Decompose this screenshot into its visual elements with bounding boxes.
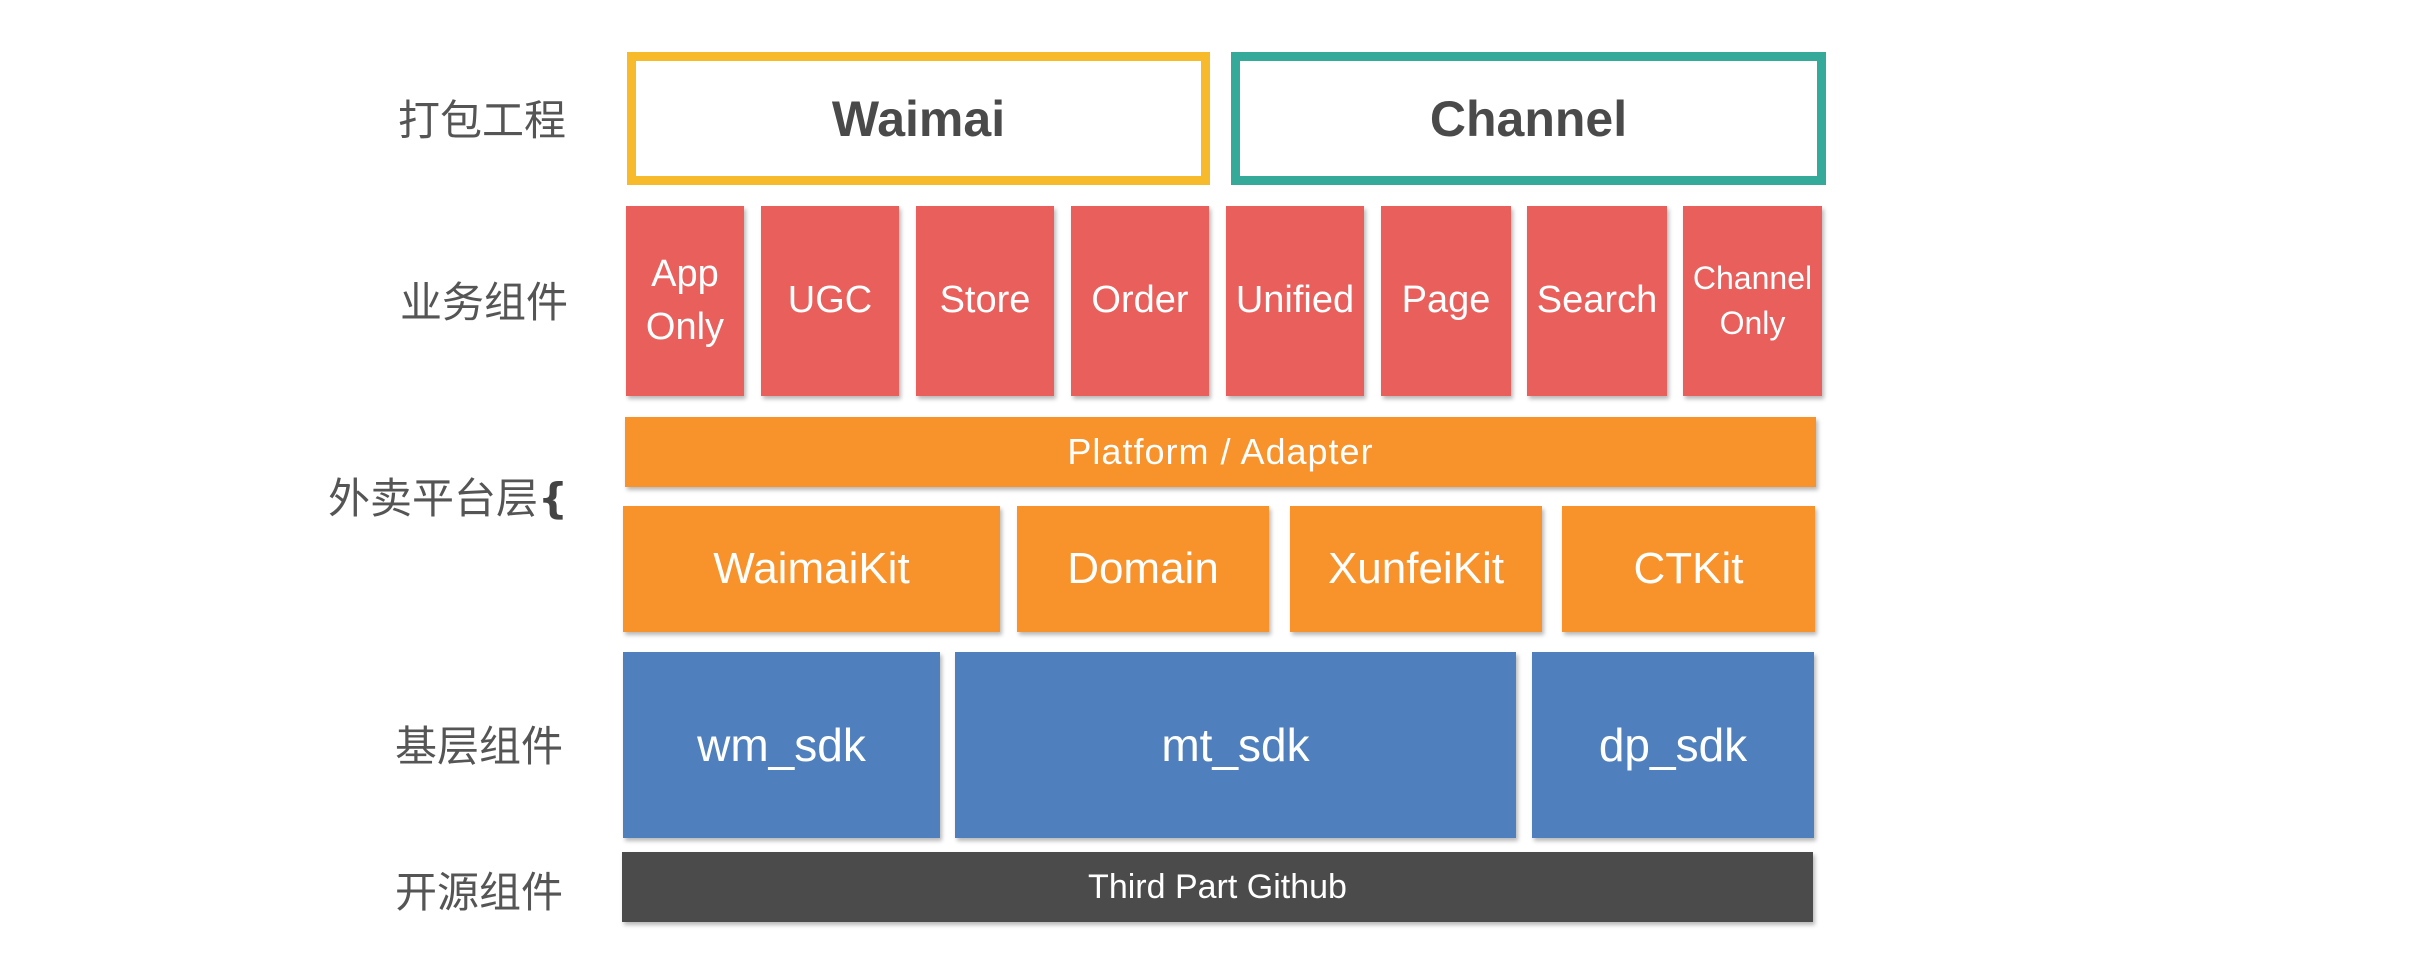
business-search: Search xyxy=(1527,206,1667,396)
business-app-only: App Only xyxy=(626,206,744,396)
package-waimai: Waimai xyxy=(627,52,1210,185)
platform-xunfeikit-label: XunfeiKit xyxy=(1327,544,1505,593)
base-wm-sdk-label: wm_sdk xyxy=(697,719,866,771)
package-channel-label: Channel xyxy=(1429,90,1628,147)
platform-adapter-bar: Platform / Adapter xyxy=(625,417,1816,487)
layer-label-base: 基层组件 xyxy=(395,722,564,771)
platform-waimaikit-label: WaimaiKit xyxy=(713,544,910,593)
open-source-github: Third Part Github xyxy=(622,852,1813,922)
business-app-only-line2: Only xyxy=(645,306,725,348)
business-page: Page xyxy=(1381,206,1511,396)
open-source-github-label: Third Part Github xyxy=(1088,867,1347,906)
business-store-label: Store xyxy=(939,279,1031,322)
business-search-label: Search xyxy=(1536,279,1658,322)
business-channel-only-line2: Only xyxy=(1719,305,1786,341)
layer-label-platform-text: 外卖平台层 xyxy=(328,474,539,523)
base-dp-sdk-label: dp_sdk xyxy=(1598,719,1748,771)
base-mt-sdk-label: mt_sdk xyxy=(1161,719,1310,771)
base-mt-sdk: mt_sdk xyxy=(955,652,1516,838)
package-channel: Channel xyxy=(1231,52,1826,185)
base-wm-sdk: wm_sdk xyxy=(623,652,940,838)
layer-label-business: 业务组件 xyxy=(400,278,569,327)
platform-adapter-label: Platform / Adapter xyxy=(1067,431,1374,472)
layer-label-open-source: 开源组件 xyxy=(395,868,564,917)
business-ugc-label: UGC xyxy=(787,279,873,322)
business-channel-only-line1: Channel xyxy=(1692,260,1813,297)
platform-xunfeikit: XunfeiKit xyxy=(1290,506,1542,632)
platform-ctkit-label: CTKit xyxy=(1633,544,1744,593)
platform-ctkit: CTKit xyxy=(1562,506,1815,632)
brace-icon: { xyxy=(538,474,568,523)
business-unified: Unified xyxy=(1226,206,1364,396)
platform-domain-label: Domain xyxy=(1067,544,1219,593)
business-page-label: Page xyxy=(1401,279,1491,322)
business-order-label: Order xyxy=(1091,279,1189,322)
business-order: Order xyxy=(1071,206,1209,396)
platform-waimaikit: WaimaiKit xyxy=(623,506,1000,632)
layer-label-packaging: 打包工程 xyxy=(398,96,567,145)
base-dp-sdk: dp_sdk xyxy=(1532,652,1814,838)
business-unified-label: Unified xyxy=(1235,279,1355,322)
layer-label-platform: 外卖平台层{ xyxy=(328,478,568,520)
business-channel-only: Channel Only xyxy=(1683,206,1822,396)
business-ugc: UGC xyxy=(761,206,899,396)
business-app-only-line1: App xyxy=(651,252,719,295)
business-store: Store xyxy=(916,206,1054,396)
platform-domain: Domain xyxy=(1017,506,1269,632)
package-waimai-label: Waimai xyxy=(831,90,1006,147)
